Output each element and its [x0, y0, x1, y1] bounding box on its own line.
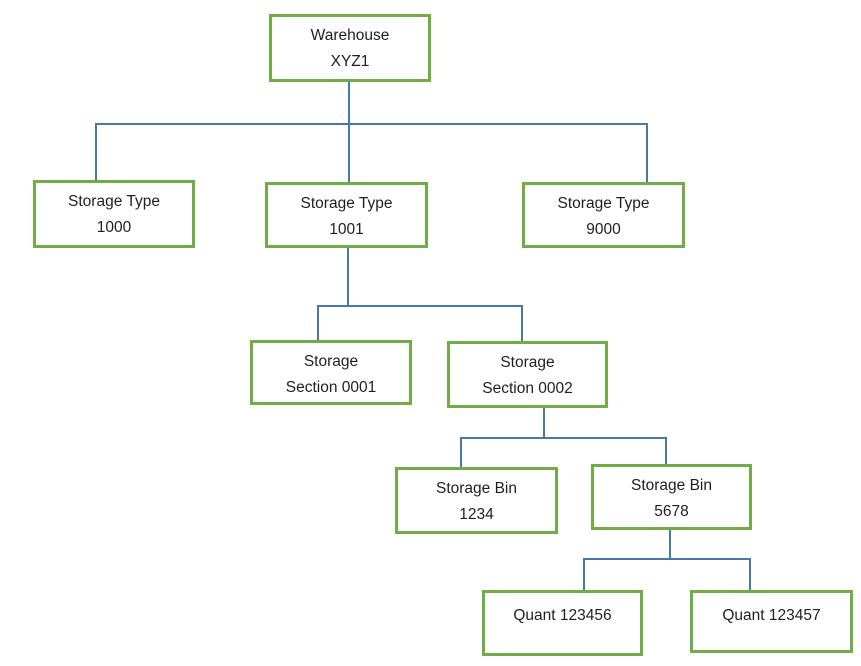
connector-storage-section-0002-stem [543, 408, 545, 438]
node-code: 1001 [329, 221, 364, 238]
connector-storage-bins-bar [460, 437, 667, 439]
connector-storage-type-1001-stem [347, 248, 349, 306]
node-label: Quant 123457 [722, 607, 821, 624]
node-label: Storage Bin [631, 477, 712, 494]
connector-drop-storage-bin-1234 [460, 437, 462, 467]
node-label: Storage [500, 354, 555, 371]
node-code: 1234 [459, 506, 494, 523]
node-code: Section 0001 [285, 379, 377, 396]
connector-drop-storage-type-1000 [95, 123, 97, 180]
node-label: Storage Type [557, 195, 650, 212]
node-storage-bin-1234: Storage Bin 1234 [395, 467, 558, 534]
node-quant-123457: Quant 123457 [690, 590, 853, 653]
node-label: Storage Bin [436, 480, 517, 497]
node-storage-type-1000: Storage Type 1000 [33, 180, 195, 248]
node-code: 5678 [654, 503, 689, 520]
connector-drop-quant-123456 [583, 558, 585, 590]
node-storage-section-0001: Storage Section 0001 [250, 340, 412, 405]
connector-drop-quant-123457 [749, 558, 751, 590]
connector-storage-sections-bar [317, 305, 523, 307]
connector-storage-types-bar [95, 123, 648, 125]
node-code: XYZ1 [330, 53, 370, 70]
node-label: Storage Type [68, 193, 160, 210]
node-code: 9000 [586, 221, 621, 238]
node-storage-type-9000: Storage Type 9000 [522, 182, 685, 248]
node-quant-123456: Quant 123456 [482, 590, 643, 656]
connector-quants-bar [583, 558, 751, 560]
connector-drop-storage-type-9000 [646, 123, 648, 182]
node-storage-section-0002: Storage Section 0002 [447, 341, 608, 408]
connector-storage-bin-5678-stem [669, 530, 671, 559]
node-label: Storage Type [300, 195, 393, 212]
node-storage-type-1001: Storage Type 1001 [265, 182, 428, 248]
connector-warehouse-stem [348, 82, 350, 182]
connector-drop-storage-bin-5678 [665, 437, 667, 464]
node-code: Section 0002 [482, 380, 573, 397]
node-label: Warehouse [310, 27, 390, 44]
node-code: 1000 [96, 219, 132, 236]
node-label: Quant 123456 [513, 607, 612, 624]
connector-drop-storage-section-0001 [317, 305, 319, 340]
node-warehouse-xyz1: Warehouse XYZ1 [269, 14, 431, 82]
node-label: Storage [303, 353, 359, 370]
connector-drop-storage-section-0002 [521, 305, 523, 341]
node-storage-bin-5678: Storage Bin 5678 [591, 464, 752, 530]
